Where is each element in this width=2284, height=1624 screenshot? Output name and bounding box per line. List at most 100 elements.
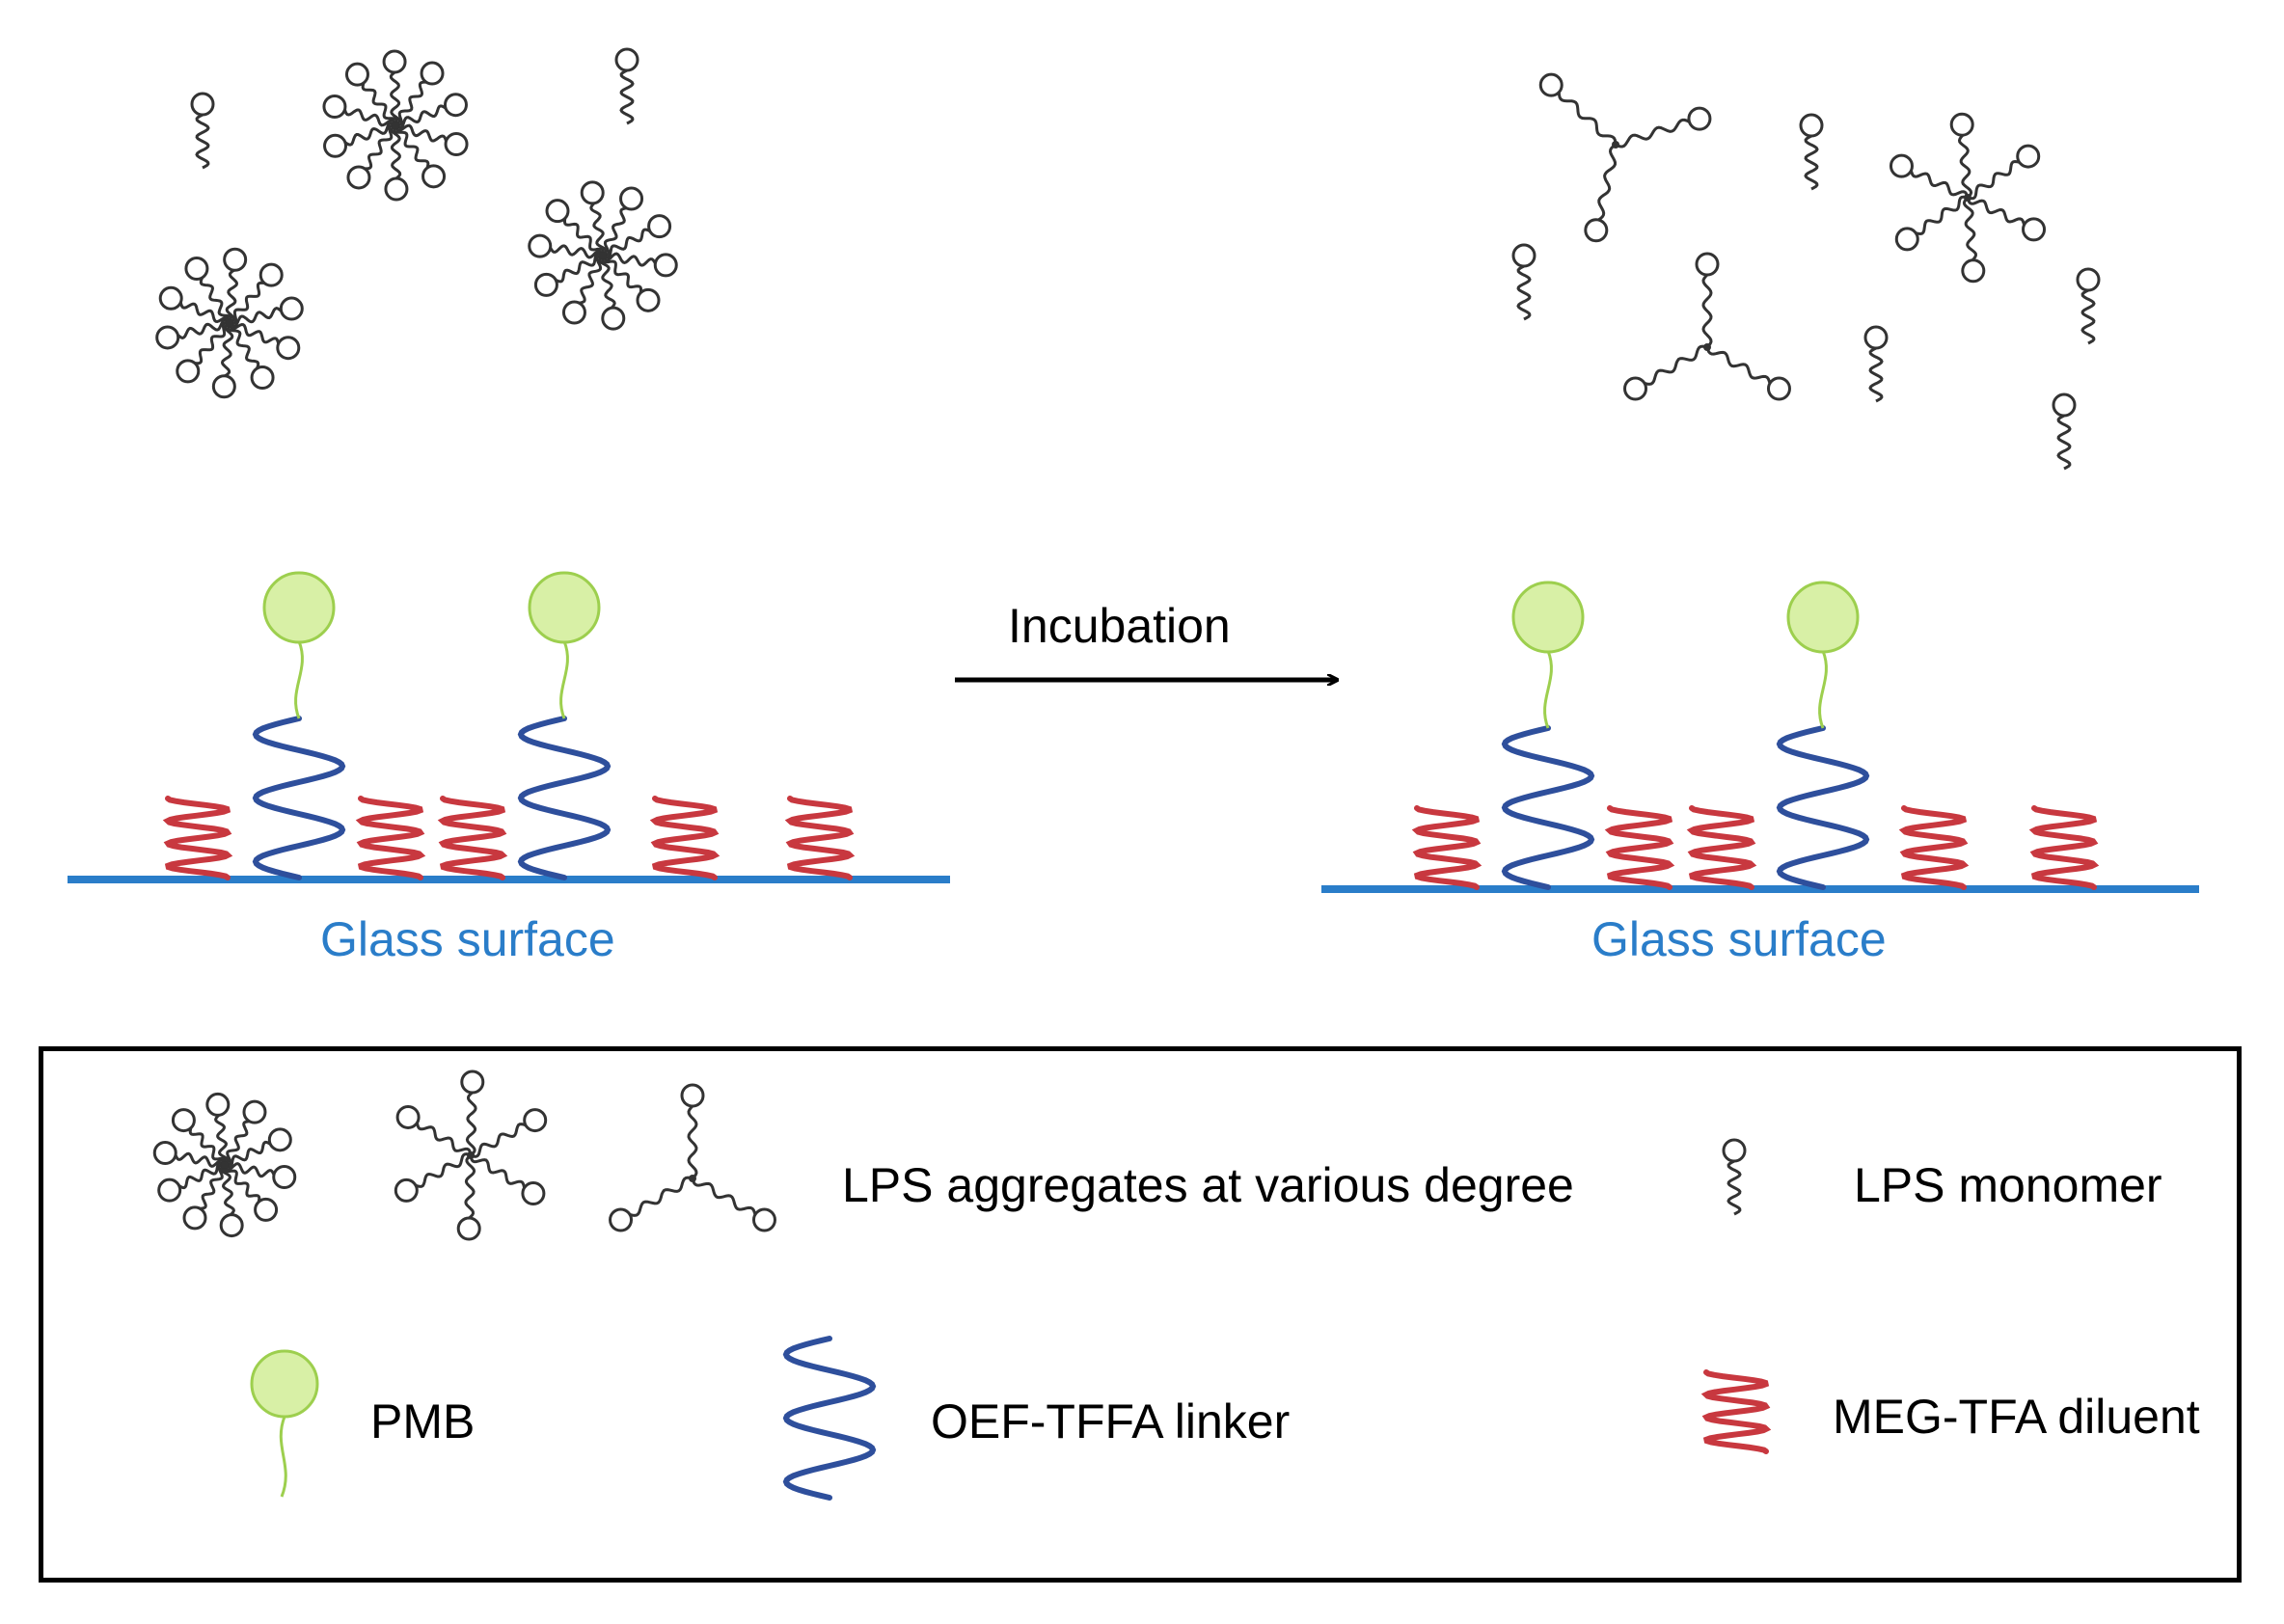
lps-arm <box>460 1069 485 1157</box>
meg-tfa-diluent <box>784 796 856 880</box>
lps-arm <box>609 1176 693 1232</box>
glass-surface-label-left: Glass surface <box>320 912 615 966</box>
lps-arm <box>224 1127 292 1169</box>
meg-tfa-diluent <box>355 796 426 880</box>
lps-aggregate <box>394 1069 548 1241</box>
legend-label-lps-aggregates: LPS aggregates at various degree <box>842 1158 1574 1212</box>
lps-arm <box>224 1099 267 1167</box>
pmb <box>528 571 601 719</box>
legend-box <box>39 1046 2242 1583</box>
lps-arm <box>155 318 231 350</box>
lps-arm <box>533 252 604 297</box>
lps-arm <box>1538 72 1618 146</box>
lps-arm <box>205 1092 231 1167</box>
lps-arm <box>229 262 284 325</box>
lps-solution-before <box>155 47 678 399</box>
lps-arm <box>1695 252 1720 349</box>
lps-arm <box>182 1163 226 1231</box>
lps-arm <box>384 123 409 202</box>
lps-monomer <box>1799 113 1824 191</box>
lps-arm <box>158 285 231 324</box>
lps-arm <box>1967 144 2041 201</box>
lps-aggregate <box>1889 112 2047 284</box>
lps-arm <box>157 1161 226 1203</box>
lps-arm <box>456 1153 481 1241</box>
meg-tfa-diluent <box>162 796 233 880</box>
lps-arm <box>680 1083 705 1180</box>
lps-monomer <box>2076 267 2101 345</box>
lps-arm <box>691 1177 776 1232</box>
oef-tffa-linker <box>1501 725 1595 890</box>
legend-label-pmb: PMB <box>370 1394 476 1448</box>
meg-tfa-diluent <box>1700 1369 1772 1454</box>
lps-arm <box>601 255 661 312</box>
meg-tfa-diluent <box>1604 805 1675 890</box>
lps-arm <box>152 1140 227 1168</box>
lps-arm <box>545 199 605 257</box>
lps-aggregate <box>609 1083 776 1232</box>
meg-tfa-diluent <box>2028 805 2100 890</box>
lps-arm <box>322 94 397 127</box>
lps-arm <box>601 252 678 278</box>
lps-arm <box>394 1152 472 1203</box>
surface-before <box>68 571 950 883</box>
lps-arm <box>176 321 231 384</box>
lps-arm <box>393 124 447 189</box>
lps-arm <box>1615 106 1712 149</box>
glass-surface-label-right: Glass surface <box>1591 912 1887 966</box>
legend-label-diluent: MEG-TFA diluent <box>1833 1390 2200 1444</box>
lps-aggregate <box>528 180 678 331</box>
lps-aggregate <box>1623 252 1791 401</box>
lps-arm <box>223 247 248 325</box>
lps-monomer <box>1863 325 1889 403</box>
pmb <box>262 571 336 719</box>
lps-arm <box>1889 153 1970 199</box>
legend-label-linker: OEF-TFFA linker <box>931 1394 1291 1448</box>
lps-arm <box>382 49 407 127</box>
lps-arm <box>223 1162 297 1190</box>
lps-arm <box>1961 196 1986 284</box>
lps-monomer <box>1722 1138 1747 1216</box>
lps-arm <box>561 254 604 325</box>
surface-after <box>1321 581 2199 893</box>
oef-tffa-linker <box>252 716 346 880</box>
lps-arm <box>470 1108 548 1158</box>
lps-arm <box>1966 197 2047 242</box>
lps-arm <box>229 296 304 328</box>
lps-monomer <box>2052 392 2077 471</box>
lps-aggregate <box>322 49 469 202</box>
oef-tffa-linker <box>517 716 612 880</box>
meg-tfa-diluent <box>1411 805 1482 890</box>
lps-arm <box>580 180 608 257</box>
lps-monomer <box>1511 243 1536 321</box>
lps-arm <box>1894 195 1969 252</box>
lps-arm <box>394 61 445 127</box>
lps-arm <box>344 62 398 126</box>
lps-arm <box>394 93 468 129</box>
lps-arm <box>395 1104 473 1156</box>
lps-arm <box>227 322 275 391</box>
lps-aggregate <box>155 247 304 399</box>
meg-tfa-diluent <box>1686 805 1757 890</box>
lps-arm <box>394 123 469 157</box>
lps-arm <box>469 1154 546 1206</box>
lps-monomer <box>614 47 639 125</box>
lps-arm <box>222 1164 279 1222</box>
legend-icons <box>152 1069 1772 1501</box>
lps-arm <box>1949 112 1974 200</box>
meg-tfa-diluent <box>1898 805 1970 890</box>
lps-arm <box>211 321 236 399</box>
lps-solution-after <box>1511 72 2101 471</box>
legend-pmb-icon <box>250 1349 319 1498</box>
lps-arm <box>1705 346 1791 401</box>
lps-arm <box>219 1163 244 1238</box>
lps-arm <box>598 254 626 331</box>
legend-label-lps-monomer: LPS monomer <box>1854 1158 2162 1212</box>
lps-arm <box>602 214 672 259</box>
meg-tfa-diluent <box>437 796 508 880</box>
lps-arm <box>528 233 605 259</box>
lps-aggregate <box>152 1092 297 1238</box>
pmb <box>1786 581 1860 729</box>
lps-arm <box>228 322 301 361</box>
